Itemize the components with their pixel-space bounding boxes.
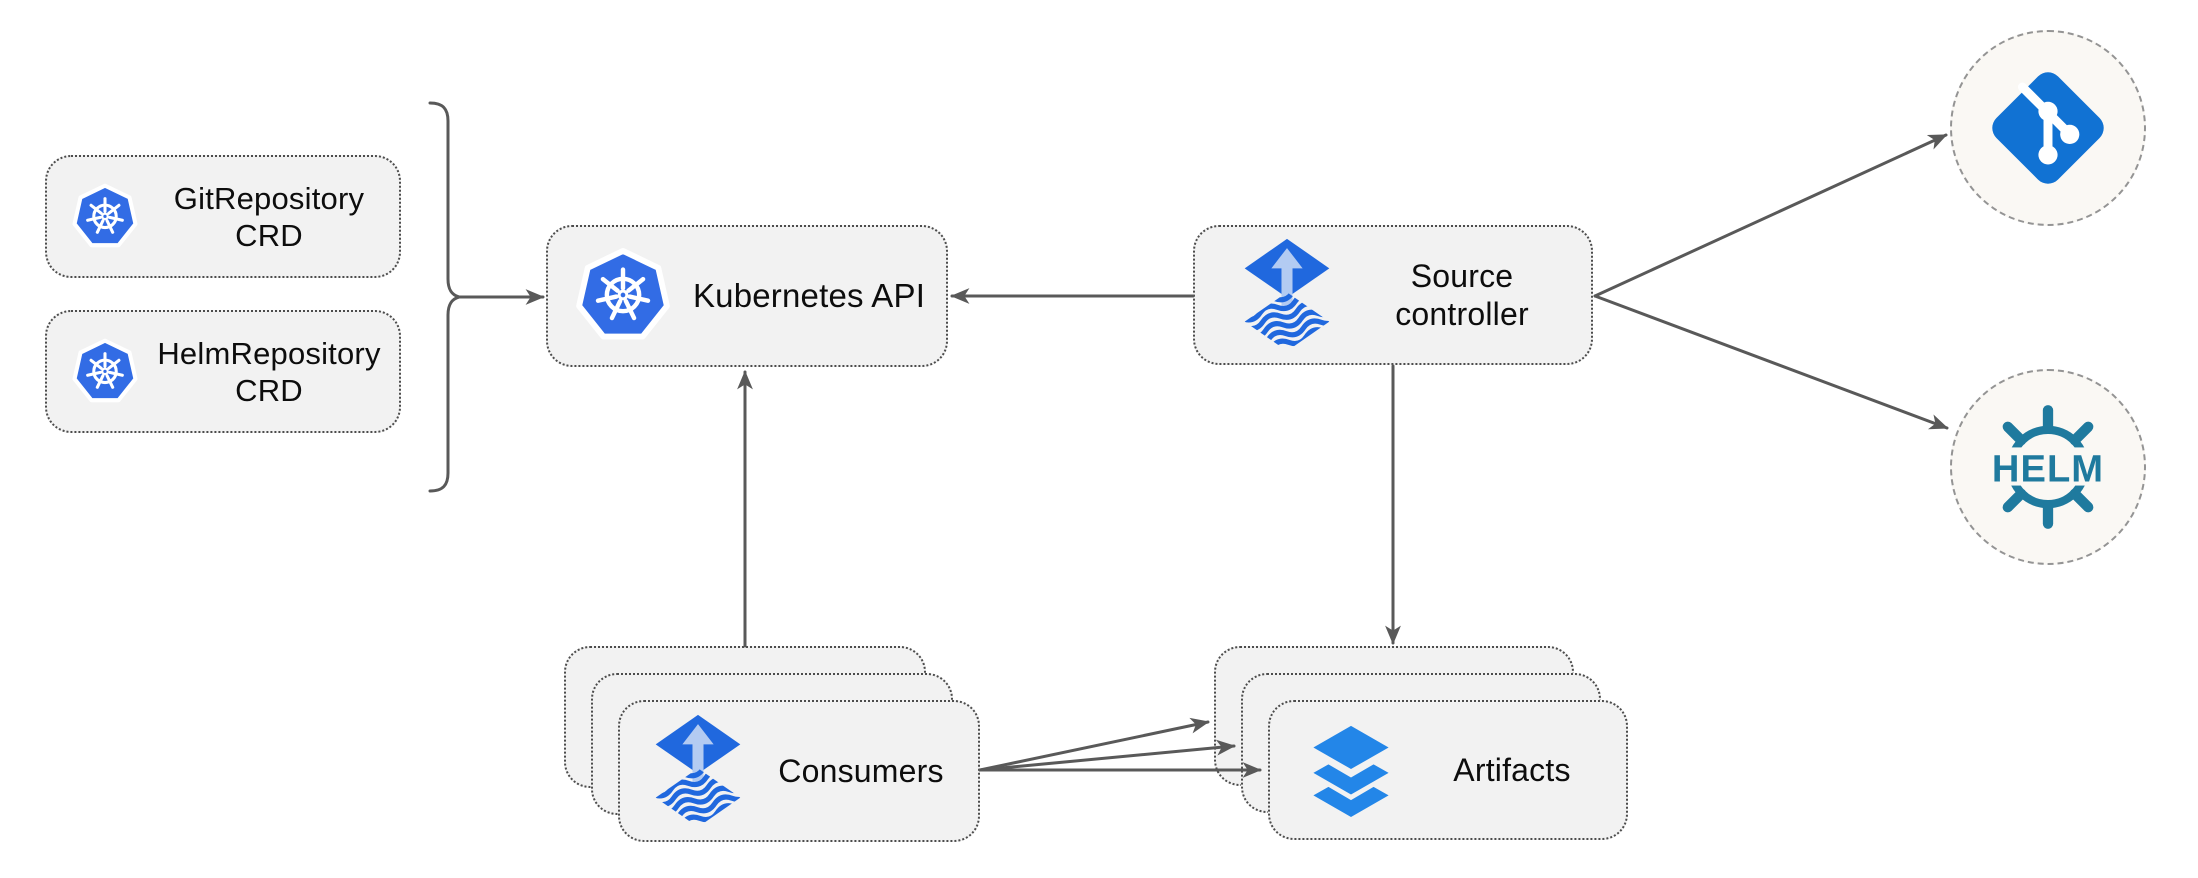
node-consumers: Consumers [618,700,980,842]
git-icon [1984,64,2112,192]
kubernetes-icon [71,183,139,251]
flux-icon [652,713,744,829]
node-helm-endpoint: HELM [1950,369,2146,565]
helm-icon: HELM [1981,400,2115,534]
node-label-kubernetes-api: Kubernetes API [692,277,926,314]
node-source-controller: Source controller [1193,225,1593,365]
helm-logo-text: HELM [1992,447,2104,490]
node-gitrepository-crd: GitRepository CRD [45,155,401,278]
node-label-helmrepository-crd: HelmRepository CRD [157,335,381,408]
flux-icon [1241,237,1333,353]
edge-source-controller-to-helm [1593,294,1949,430]
node-label-source-controller: Source controller [1395,258,1529,332]
node-label-artifacts: Artifacts [1453,752,1571,788]
kubernetes-icon [71,338,139,406]
edge-consumers-to-artifacts-2 [978,739,1236,772]
node-label-gitrepository-crd: GitRepository CRD [173,180,365,253]
edge-consumers-to-artifacts-1 [978,717,1210,772]
node-artifacts: Artifacts [1268,700,1628,840]
node-kubernetes-api: Kubernetes API [546,225,948,367]
node-label-consumers: Consumers [778,753,944,789]
edge-source-controller-to-git [1593,133,1948,298]
layers-icon [1304,720,1398,820]
node-helmrepository-crd: HelmRepository CRD [45,310,401,433]
kubernetes-icon [574,247,672,345]
crd-group-bracket [428,101,461,493]
node-git-endpoint [1950,30,2146,226]
